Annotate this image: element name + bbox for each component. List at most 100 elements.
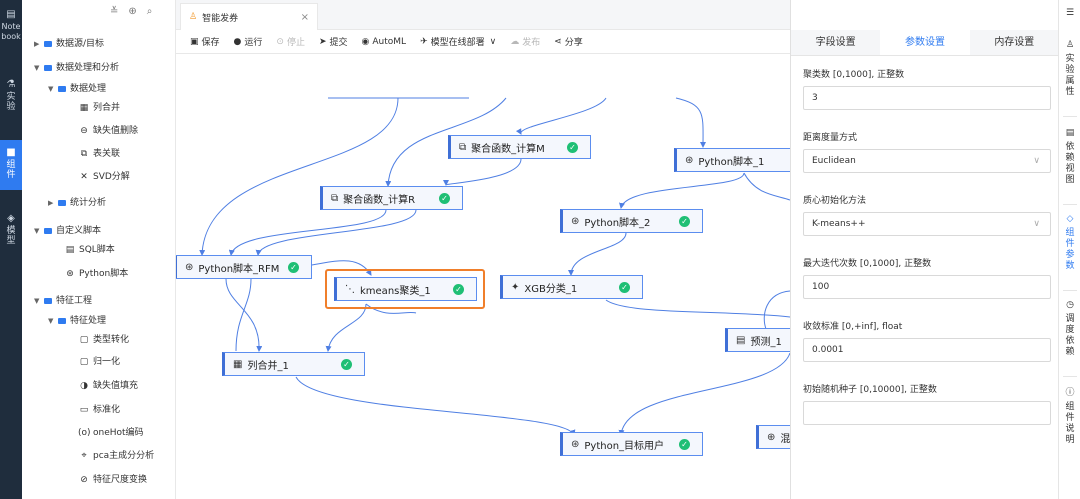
tree-item-label: 列合并 bbox=[93, 103, 121, 113]
tab-experiment[interactable]: ♙ 智能发券 × bbox=[180, 3, 318, 30]
tree-item[interactable]: ◑缺失值填充 bbox=[78, 377, 138, 395]
centroid-init-select[interactable]: K-means++∨ bbox=[803, 212, 1051, 236]
side-panel-tab[interactable]: ◷调度依赖 bbox=[1059, 300, 1080, 358]
node-aggregate-r[interactable]: ⧉ 聚合函数_计算R ✓ bbox=[320, 186, 463, 210]
tree-item[interactable]: ⧉表关联 bbox=[78, 145, 120, 163]
component-item-icon: ⌖ bbox=[81, 451, 87, 461]
caret-down-icon[interactable]: ▼ bbox=[48, 317, 54, 325]
edge bbox=[295, 376, 576, 436]
divider bbox=[1063, 116, 1077, 117]
toolbar-button[interactable]: ☁发布 bbox=[510, 35, 540, 49]
tree-item[interactable]: ▢归一化 bbox=[78, 353, 120, 371]
search-icon[interactable]: ⌕ bbox=[146, 6, 153, 17]
toolbar-button-label: 提交 bbox=[329, 38, 348, 48]
cluster-count-input[interactable]: 3 bbox=[803, 86, 1051, 110]
node-label: kmeans聚类_1 bbox=[360, 285, 431, 297]
side-panel-tab[interactable]: ▤依赖视图 bbox=[1059, 128, 1080, 186]
tree-item[interactable]: (o)oneHot编码 bbox=[78, 424, 144, 442]
tree-item[interactable]: ▼数据处理 bbox=[48, 80, 106, 98]
caret-right-icon[interactable]: ▶ bbox=[48, 199, 54, 207]
node-python-rfm[interactable]: ⊛ Python脚本_RFM ✓ bbox=[176, 255, 312, 279]
tab-memory-settings[interactable]: 内存设置 bbox=[994, 37, 1035, 48]
random-seed-input[interactable] bbox=[803, 401, 1051, 425]
submit-icon: ➤ bbox=[318, 36, 327, 47]
toolbar-button[interactable]: ✈模型在线部署∨ bbox=[420, 35, 497, 49]
rail-component[interactable]: ■ 组件 bbox=[0, 140, 22, 190]
tree-item[interactable]: ✕SVD分解 bbox=[78, 168, 130, 186]
dependency-view-icon: ▤ bbox=[1065, 128, 1075, 138]
tree-item[interactable]: ▦列合并 bbox=[78, 99, 120, 117]
node-python-1[interactable]: ⊛ Python脚本_1 bbox=[674, 148, 790, 172]
chevron-down-icon[interactable]: ∨ bbox=[489, 36, 497, 47]
left-nav-rail: ▤ Note book ⚗ 实验 ■ 组件 ◈ 模型 bbox=[0, 0, 22, 499]
filter-icon[interactable]: ≚ bbox=[110, 6, 119, 17]
tree-item-label: 自定义脚本 bbox=[56, 226, 102, 236]
publish-icon: ☁ bbox=[510, 36, 520, 47]
success-check-icon: ✓ bbox=[679, 439, 690, 450]
node-python-target[interactable]: ⊛ Python_目标用户 ✓ bbox=[560, 432, 703, 456]
node-xgb[interactable]: ✦ XGB分类_1 ✓ bbox=[500, 275, 643, 299]
close-icon[interactable]: × bbox=[300, 11, 309, 23]
node-aggregate-m[interactable]: ⧉ 聚合函数_计算M ✓ bbox=[448, 135, 591, 159]
parameter-panel: 字段设置 参数设置 内存设置 聚类数 [0,1000], 正整数 3 距离度量方… bbox=[790, 0, 1059, 499]
toolbar-button[interactable]: ➤提交 bbox=[318, 35, 348, 49]
tree-item[interactable]: ▤SQL脚本 bbox=[64, 241, 115, 259]
toolbar-button[interactable]: ●运行 bbox=[234, 35, 263, 49]
tree-item[interactable]: ⊛Python脚本 bbox=[64, 265, 128, 283]
tree-item[interactable]: ▼数据处理和分析 bbox=[34, 59, 119, 77]
centroid-init-value: K-means++ bbox=[812, 219, 866, 229]
toolbar-button[interactable]: ⊙停止 bbox=[276, 35, 305, 49]
tab-param-settings[interactable]: 参数设置 bbox=[880, 30, 970, 55]
side-panel-tab-label: 调度依赖 bbox=[1065, 314, 1075, 357]
tree-item[interactable]: ▶数据源/目标 bbox=[34, 35, 104, 53]
add-icon[interactable]: ⊕ bbox=[128, 6, 137, 17]
convergence-label: 收敛标准 [0,+inf], float bbox=[803, 322, 903, 332]
side-panel-tab[interactable]: ◇组件参数 bbox=[1059, 214, 1080, 272]
caret-right-icon[interactable]: ▶ bbox=[34, 40, 40, 48]
max-iterations-input[interactable]: 100 bbox=[803, 275, 1051, 299]
caret-down-icon[interactable]: ▼ bbox=[48, 85, 54, 93]
caret-down-icon[interactable]: ▼ bbox=[34, 64, 40, 72]
tree-item-label: 特征处理 bbox=[70, 316, 107, 326]
flask-icon: ♙ bbox=[189, 12, 198, 22]
rail-model[interactable]: ◈ 模型 bbox=[0, 214, 22, 247]
edge bbox=[228, 209, 387, 256]
menu-icon[interactable]: ☰ bbox=[1065, 8, 1075, 18]
convergence-input[interactable]: 0.0001 bbox=[803, 338, 1051, 362]
predict-icon: ▤ bbox=[736, 334, 746, 346]
node-kmeans[interactable]: ⋱ kmeans聚类_1 ✓ bbox=[334, 277, 477, 301]
folder-icon bbox=[44, 298, 52, 304]
node-predict[interactable]: ▤ 预测_1 bbox=[725, 328, 790, 352]
tree-item[interactable]: ⌖pca主成分分析 bbox=[78, 447, 154, 465]
node-column-merge[interactable]: ▦ 列合并_1 ✓ bbox=[222, 352, 365, 376]
tree-item[interactable]: ⊖缺失值删除 bbox=[78, 122, 138, 140]
tree-item[interactable]: ▭标准化 bbox=[78, 401, 120, 419]
distance-metric-select[interactable]: Euclidean∨ bbox=[803, 149, 1051, 173]
tree-item-label: SVD分解 bbox=[93, 172, 130, 182]
tree-item[interactable]: ▶统计分析 bbox=[48, 194, 106, 212]
caret-down-icon[interactable]: ▼ bbox=[34, 297, 40, 305]
component-info-icon: ⓘ bbox=[1065, 388, 1075, 398]
side-panel-tab[interactable]: ♙实验属性 bbox=[1059, 40, 1080, 98]
node-python-2[interactable]: ⊛ Python脚本_2 ✓ bbox=[560, 209, 703, 233]
tree-item[interactable]: ▼特征工程 bbox=[34, 292, 92, 310]
caret-down-icon[interactable]: ▼ bbox=[34, 227, 40, 235]
component-item-icon: ⧉ bbox=[80, 149, 88, 159]
tree-item[interactable]: ▢类型转化 bbox=[78, 331, 129, 349]
tree-item[interactable]: ⊘特征尺度变换 bbox=[78, 471, 147, 489]
success-check-icon: ✓ bbox=[288, 262, 299, 273]
success-check-icon: ✓ bbox=[567, 142, 578, 153]
cluster-icon: ⋱ bbox=[345, 283, 355, 295]
rail-notebook[interactable]: ▤ Note book bbox=[0, 10, 22, 42]
toolbar-button[interactable]: ▣保存 bbox=[190, 35, 220, 49]
toolbar-button[interactable]: ◉AutoML bbox=[362, 37, 407, 47]
node-mix[interactable]: ⊕ 混 bbox=[756, 425, 790, 449]
workflow-canvas[interactable]: ⧉ 聚合函数_计算M ✓ ⊛ Python脚本_1 ⧉ 聚合函数_计算R ✓ ⊛… bbox=[176, 55, 790, 499]
tree-item[interactable]: ▼ 自定义脚本 bbox=[34, 222, 101, 240]
toolbar-button[interactable]: ⋖分享 bbox=[554, 35, 583, 49]
rail-experiment[interactable]: ⚗ 实验 bbox=[0, 80, 22, 113]
toolbar-button-label: AutoML bbox=[372, 36, 407, 47]
tree-item[interactable]: ▼ 特征处理 bbox=[48, 312, 106, 330]
tab-field-settings[interactable]: 字段设置 bbox=[815, 37, 856, 48]
